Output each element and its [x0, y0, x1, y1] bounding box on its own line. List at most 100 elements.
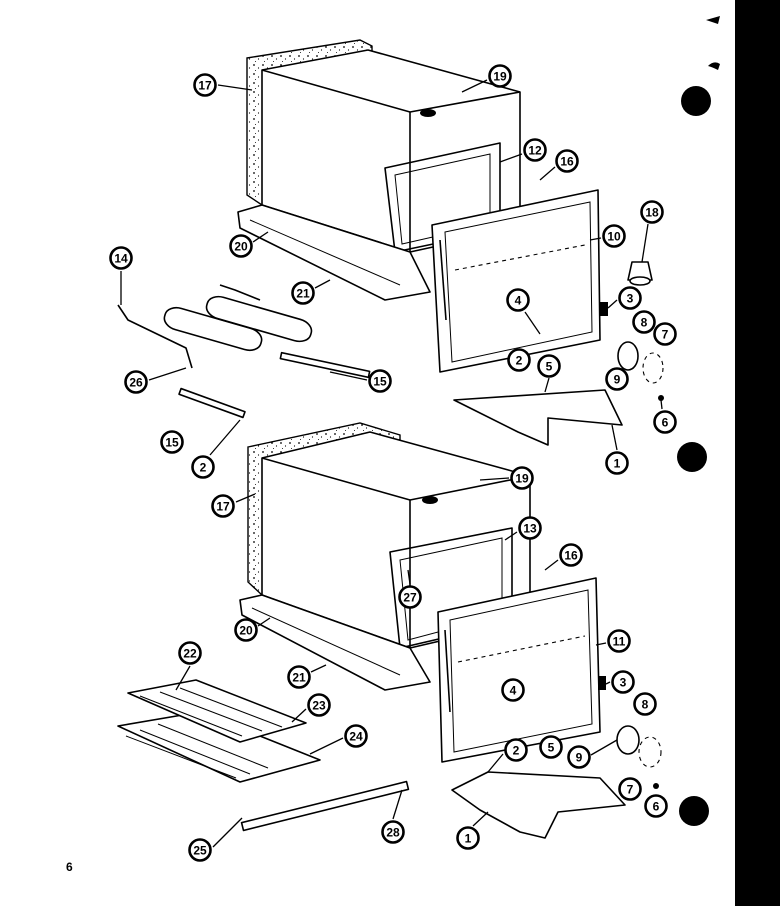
upper-heating-elements — [117, 284, 371, 419]
callout-circle — [555, 149, 579, 173]
callout-label: 2 — [516, 354, 523, 368]
callout-label: 28 — [386, 826, 400, 840]
callout-label: 27 — [403, 591, 417, 605]
callout-c-10: 10 — [602, 224, 626, 248]
callout-circle — [344, 724, 368, 748]
callout-label: 6 — [653, 800, 660, 814]
callout-c-4-bot: 4 — [501, 678, 525, 702]
callout-c-9-bot: 9 — [567, 745, 591, 769]
callout-c-21-bot: 21 — [287, 665, 311, 689]
callout-label: 15 — [373, 375, 387, 389]
callout-c-17-top: 17 — [193, 73, 217, 97]
callout-label: 20 — [234, 240, 248, 254]
callout-label: 3 — [620, 676, 627, 690]
callout-circle — [633, 692, 657, 716]
callout-circle — [618, 777, 642, 801]
leader-lines — [120, 79, 663, 848]
callout-circle — [307, 693, 331, 717]
callout-label: 5 — [546, 360, 553, 374]
callout-c-8-bot: 8 — [633, 692, 657, 716]
callout-c-7-top: 7 — [653, 322, 677, 346]
callout-label: 8 — [641, 316, 648, 330]
callout-circle — [605, 367, 629, 391]
callout-c-20-top: 20 — [229, 234, 253, 258]
callout-c-7-bot: 7 — [618, 777, 642, 801]
callout-circle — [211, 494, 235, 518]
callout-label: 17 — [198, 79, 212, 93]
callout-label: 24 — [349, 730, 363, 744]
callout-label: 13 — [523, 522, 537, 536]
callout-c-6-bot: 6 — [644, 794, 668, 818]
callout-label: 4 — [515, 294, 522, 308]
callout-circle — [653, 322, 677, 346]
callout-label: 19 — [515, 472, 529, 486]
callout-c-18: 18 — [640, 200, 664, 224]
callout-circle — [178, 641, 202, 665]
callout-label: 1 — [614, 457, 621, 471]
callout-label: 6 — [662, 416, 669, 430]
callout-label: 1 — [465, 832, 472, 846]
page-number: 6 — [66, 860, 73, 874]
callout-circle — [368, 369, 392, 393]
callout-c-21-top: 21 — [291, 281, 315, 305]
callout-circle — [653, 410, 677, 434]
callout-c-15-left: 15 — [160, 430, 184, 454]
callout-circle — [504, 738, 528, 762]
callout-c-19-top: 19 — [488, 64, 512, 88]
callout-label: 14 — [114, 252, 128, 266]
callout-c-9: 9 — [605, 367, 629, 391]
callout-label: 2 — [513, 744, 520, 758]
callout-circle — [567, 745, 591, 769]
callout-c-1-bot: 1 — [456, 826, 480, 850]
lower-element-panel — [451, 771, 626, 839]
callout-label: 2 — [200, 461, 207, 475]
callout-label: 5 — [548, 741, 555, 755]
callout-circle — [456, 826, 480, 850]
callout-circle — [539, 735, 563, 759]
broiler-pan-and-rack — [117, 679, 410, 832]
callout-label: 9 — [576, 751, 583, 765]
callout-circle — [605, 451, 629, 475]
callout-label: 7 — [627, 783, 634, 797]
lower-oven-door — [437, 577, 601, 763]
callout-c-23: 23 — [307, 693, 331, 717]
callout-c-12: 12 — [523, 138, 547, 162]
callout-circle — [640, 200, 664, 224]
callout-circle — [501, 678, 525, 702]
callout-label: 9 — [614, 373, 621, 387]
right-margin-bar — [735, 0, 780, 906]
callout-circle — [537, 354, 561, 378]
callout-circle — [291, 281, 315, 305]
callout-c-5-top: 5 — [537, 354, 561, 378]
callout-circle — [160, 430, 184, 454]
upper-oven-cavity — [237, 39, 521, 301]
callout-circle — [607, 629, 631, 653]
callout-c-16-bot: 16 — [559, 543, 583, 567]
callout-label: 11 — [613, 635, 626, 649]
callout-label: 20 — [239, 624, 253, 638]
callout-label: 16 — [564, 549, 578, 563]
upper-oven-door — [431, 189, 601, 373]
callout-c-16-top: 16 — [555, 149, 579, 173]
callout-c-1-top: 1 — [605, 451, 629, 475]
callout-label: 23 — [312, 699, 326, 713]
callout-label: 15 — [165, 436, 179, 450]
binding-marks — [677, 16, 720, 826]
callout-circle — [506, 288, 530, 312]
callout-c-5-bot: 5 — [539, 735, 563, 759]
callout-c-11: 11 — [607, 629, 631, 653]
callout-label: 21 — [292, 671, 306, 685]
callout-circle — [632, 310, 656, 334]
callout-circle — [287, 665, 311, 689]
callout-label: 22 — [183, 647, 197, 661]
callout-label: 7 — [662, 328, 669, 342]
callout-label: 19 — [493, 70, 507, 84]
callout-label: 26 — [129, 376, 143, 390]
callout-c-27: 27 — [398, 585, 422, 609]
callout-c-24: 24 — [344, 724, 368, 748]
callout-circle — [510, 466, 534, 490]
callout-circle — [191, 455, 215, 479]
callout-circle — [188, 838, 212, 862]
